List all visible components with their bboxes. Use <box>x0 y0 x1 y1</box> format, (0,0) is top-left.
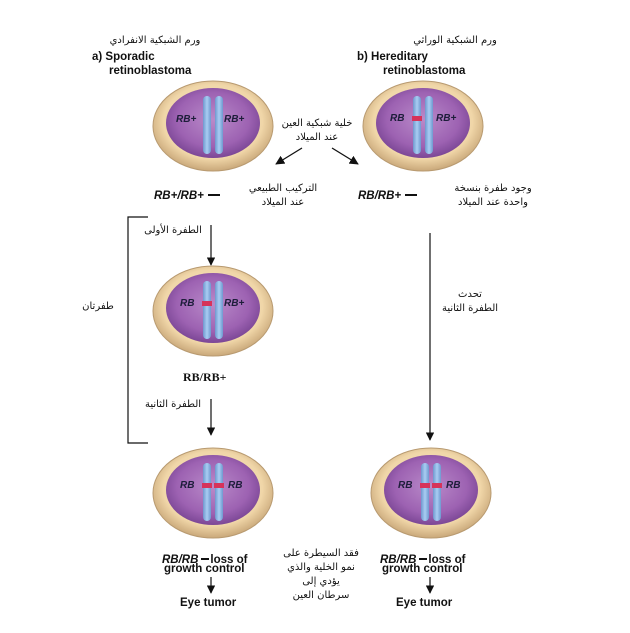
cell-right-top-label-left: RB <box>390 113 405 124</box>
retina-cell-label-1: خلية شبكية العين <box>281 118 353 129</box>
right-second-occurs-2: الطفرة الثانية <box>441 303 499 314</box>
right-title-arabic: ورم الشبكية الوراثي <box>413 35 497 46</box>
two-mutations-label: طفرتان <box>82 301 114 312</box>
left-loss-row: RB/RB loss of <box>162 550 247 568</box>
right-genotype-top-row: RB/RB+ <box>358 186 498 204</box>
right-loss-text-2: growth control <box>382 563 463 575</box>
cell-left-middle-label-right: RB+ <box>224 298 245 309</box>
right-top-desc-1: وجود طفرة بنسخة <box>454 183 532 194</box>
arrow-right-second-mutation <box>425 233 435 441</box>
arrow-first-mutation <box>206 225 216 266</box>
left-title-line1: a) Sporadic <box>92 51 155 63</box>
loss-ar-4: سرطان العين <box>292 590 350 601</box>
left-genotype-normal: RB+/RB+ <box>154 190 204 202</box>
right-eye-tumor: Eye tumor <box>396 597 453 609</box>
retina-cell-label-2: عند الميلاد <box>295 132 339 143</box>
left-genotype-loss: RB/RB <box>162 554 199 566</box>
retina-cell-arrows <box>275 147 359 165</box>
right-title-line1: b) Hereditary <box>357 51 428 63</box>
right-title-line2: retinoblastoma <box>383 65 466 77</box>
left-normal-desc-1: التركيب الطبيعي <box>248 183 318 194</box>
cell-left-middle-label-left: RB <box>180 298 195 309</box>
right-loss-text-1: loss of <box>428 554 466 566</box>
left-title-line2: retinoblastoma <box>109 65 192 77</box>
left-normal-desc-2: عند الميلاد <box>261 197 305 208</box>
left-loss-text-1: loss of <box>210 554 248 566</box>
right-genotype-loss: RB/RB <box>380 554 417 566</box>
left-genotype-mid: RB/RB+ <box>183 370 227 384</box>
left-loss-text-2: growth control <box>164 563 245 575</box>
loss-ar-3: يؤدي إلى <box>302 576 340 587</box>
right-genotype-top: RB/RB+ <box>358 190 402 202</box>
cell-left-middle: RB RB+ <box>150 263 276 359</box>
cell-right-top: RB RB+ <box>360 78 486 174</box>
cell-left-top-label-right: RB+ <box>224 114 245 125</box>
cell-right-top-label-right: RB+ <box>436 113 457 124</box>
cell-right-bottom: RB RB <box>368 445 494 541</box>
left-title-arabic: ورم الشبكية الانفرادي <box>109 35 201 46</box>
left-genotype-normal-row: RB+/RB+ <box>154 186 294 204</box>
right-loss-row: RB/RB loss of <box>380 550 465 568</box>
cell-right-bottom-label-right: RB <box>446 480 461 491</box>
left-eye-tumor: Eye tumor <box>180 597 237 609</box>
cell-right-bottom-label-left: RB <box>398 480 413 491</box>
cell-left-top-label-left: RB+ <box>176 114 197 125</box>
cell-left-bottom-label-right: RB <box>228 480 243 491</box>
cell-left-bottom-label-left: RB <box>180 480 195 491</box>
second-mutation-label: الطفرة الثانية <box>144 399 202 410</box>
right-second-occurs-1: تحدث <box>458 289 482 300</box>
loss-ar-2: نمو الخلية والذي <box>287 562 355 573</box>
first-mutation-label: الطفرة الأولى <box>144 225 202 236</box>
arrow-right-eye-tumor <box>425 577 435 594</box>
cell-left-top: RB+ RB+ <box>150 78 276 174</box>
two-mutations-bracket <box>127 216 148 444</box>
right-top-desc-2: واحدة عند الميلاد <box>458 197 528 208</box>
cell-left-bottom: RB RB <box>150 445 276 541</box>
arrow-left-eye-tumor <box>206 577 216 594</box>
loss-ar-1: فقد السيطرة على <box>283 548 359 559</box>
arrow-second-mutation <box>206 399 216 436</box>
